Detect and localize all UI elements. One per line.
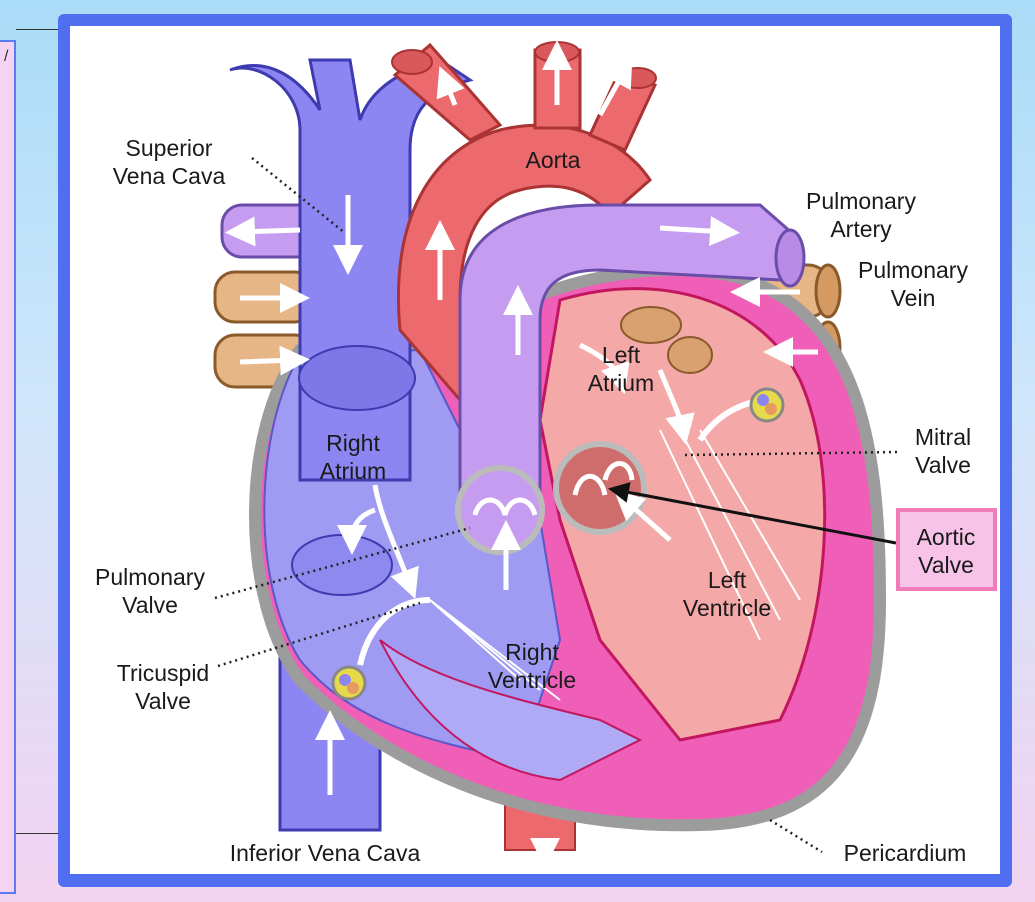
blood-flow-arrows [225,40,818,868]
connector-line-bottom [16,833,62,834]
label-inferior-vena-cava: Inferior Vena Cava [230,840,421,866]
pulmonary-vein-opening-2 [667,336,713,374]
label-left-atrium-2: Atrium [588,370,654,396]
right-ventricle-wall [379,639,643,782]
heart-diagram-canvas: Superior Vena Cava Aorta Pulmonary Arter… [70,26,1000,874]
svg-text:Right: Right [326,430,380,456]
svg-text:Valve: Valve [918,552,974,578]
svg-text:Atrium: Atrium [320,458,386,484]
svg-text:Pulmonary: Pulmonary [806,188,916,214]
svg-text:Aorta: Aorta [526,147,581,173]
label-superior-vena-cava-1: Superior [126,135,213,161]
label-left-atrium-1: Left [602,342,641,368]
label-mitral-valve-1: Mitral [915,424,971,450]
svg-text:Left: Left [602,342,641,368]
svg-text:Mitral: Mitral [915,424,971,450]
label-aortic-valve-2: Valve [918,552,974,578]
svg-text:Left: Left [708,567,747,593]
svg-text:Tricuspid: Tricuspid [117,660,209,686]
svg-text:Pulmonary: Pulmonary [95,564,205,590]
pulmonary-vein-opening-1 [620,306,682,344]
label-pulmonary-vein-2: Vein [891,285,936,311]
tricuspid-valve-leaflet [357,597,431,666]
label-superior-vena-cava-2: Vena Cava [113,163,226,189]
label-mitral-valve-2: Valve [915,452,971,478]
panel-edge-mark: / [4,48,9,65]
chordae-tendineae [429,429,801,701]
svg-text:Atrium: Atrium [588,370,654,396]
label-aorta: Aorta [526,147,581,173]
heart-diagram: Superior Vena Cava Aorta Pulmonary Arter… [95,40,997,868]
svg-text:Ventricle: Ventricle [683,595,771,621]
label-right-atrium-2: Atrium [320,458,386,484]
label-right-ventricle-1: Right [505,639,559,665]
aortic-valve-graphic [553,441,647,535]
svg-text:Superior: Superior [126,135,213,161]
svg-text:Pericardium: Pericardium [844,840,967,866]
svg-text:Aortic: Aortic [917,524,976,550]
label-right-ventricle-2: Ventricle [488,667,576,693]
svg-text:Valve: Valve [135,688,191,714]
pulmonary-trunk [458,203,802,502]
connector-line-top [16,29,62,30]
ivc-opening [291,534,393,596]
av-node [749,387,785,423]
label-pulmonary-artery-1: Pulmonary [806,188,916,214]
label-tricuspid-valve-2: Valve [135,688,191,714]
aortic-valve-highlight-box [896,508,997,591]
label-leader-lines [214,157,899,854]
svg-text:Right: Right [505,639,559,665]
svg-text:Inferior Vena Cava: Inferior Vena Cava [230,840,421,866]
label-left-ventricle-2: Ventricle [683,595,771,621]
label-pulmonary-valve-1: Pulmonary [95,564,205,590]
pulmonary-valve-graphic [455,465,545,555]
svg-text:Pulmonary: Pulmonary [858,257,968,283]
label-pericardium: Pericardium [844,840,967,866]
aorta-branch-3 [587,68,658,152]
left-side-panel: / [0,40,16,894]
label-tricuspid-valve-1: Tricuspid [117,660,209,686]
label-right-atrium-1: Right [326,430,380,456]
label-pulmonary-vein-1: Pulmonary [858,257,968,283]
svg-text:Ventricle: Ventricle [488,667,576,693]
label-pulmonary-artery-2: Artery [830,216,892,242]
label-pulmonary-valve-2: Valve [122,592,178,618]
svg-text:Vein: Vein [891,285,936,311]
svg-text:Vena Cava: Vena Cava [113,163,226,189]
svc-opening [298,345,416,411]
svg-text:Valve: Valve [915,452,971,478]
label-left-ventricle-1: Left [708,567,747,593]
aortic-valve-pointer [608,482,897,545]
sa-node [331,665,367,701]
aorta-arch [397,123,652,405]
label-aortic-valve-1: Aortic [917,524,976,550]
svg-text:Artery: Artery [830,216,892,242]
svg-text:Valve: Valve [122,592,178,618]
